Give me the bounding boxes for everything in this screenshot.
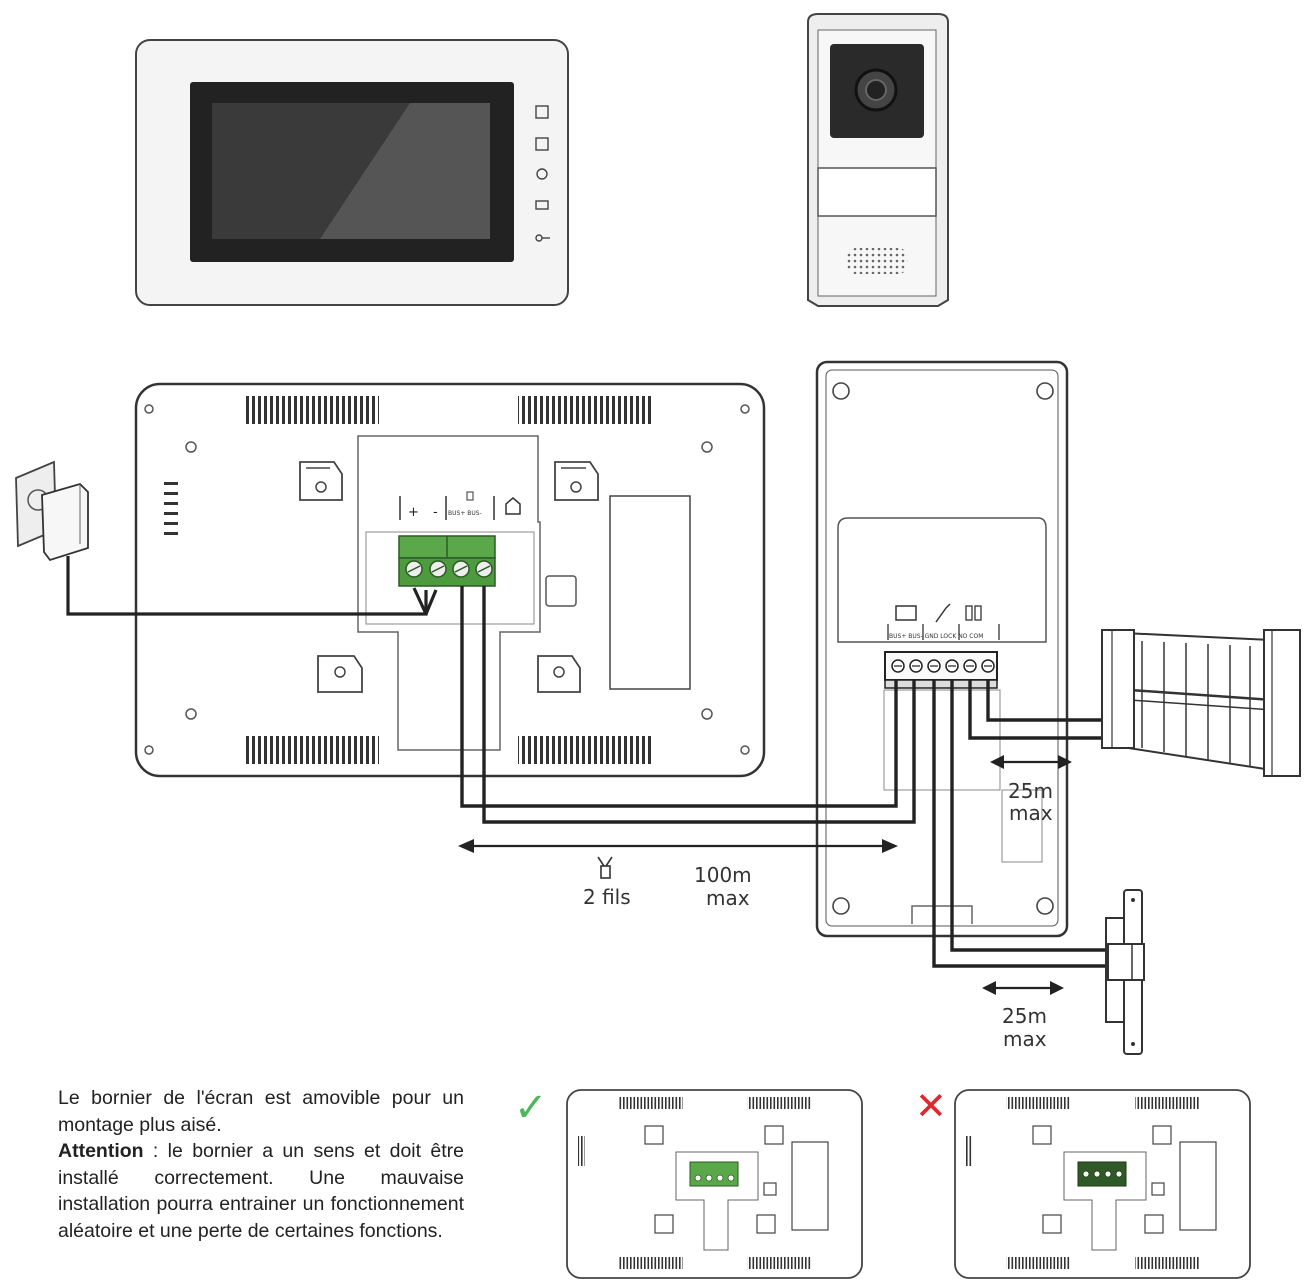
camera-terminal-labels: BUS+ BUS- GND LOCK NO COM xyxy=(889,633,983,640)
terminal-plus-label: + xyxy=(408,505,419,520)
installation-note: Le bornier de l'écran est amovible pour … xyxy=(58,1085,464,1244)
monitor-front xyxy=(135,39,569,306)
lock-distance-label: 25m xyxy=(1002,1004,1047,1028)
cross-icon: ✕ xyxy=(915,1084,947,1128)
gate-wires xyxy=(968,680,1104,740)
gate xyxy=(1101,629,1301,777)
bus-wires xyxy=(460,586,916,824)
monitor-buttons-icons xyxy=(535,105,550,242)
lock-icon xyxy=(935,603,951,623)
power-adapter xyxy=(15,460,438,616)
note-warning: Attention : le bornier a un sens et doit… xyxy=(58,1138,464,1244)
wire-count-label: 2 fils xyxy=(583,885,631,909)
note-warning-label: Attention xyxy=(58,1140,144,1162)
note-warning-text: : le bornier a un sens et doit être inst… xyxy=(58,1140,464,1242)
monitor-terminal-block xyxy=(398,535,496,587)
electric-lock xyxy=(1105,889,1145,1055)
door-camera-back: BUS+ BUS- GND LOCK NO COM xyxy=(815,360,1069,938)
bus-distance-arrow xyxy=(458,839,898,853)
home-icon xyxy=(505,497,521,515)
bus-distance-label: 100m xyxy=(694,863,752,887)
bus-camera-icon xyxy=(895,605,917,621)
gate-distance-arrow xyxy=(990,755,1072,769)
lock-distance-unit: max xyxy=(1003,1027,1047,1051)
gate-distance-unit: max xyxy=(1009,801,1053,825)
terminal-bus-label: BUS+ BUS- xyxy=(448,510,482,517)
lock-distance-arrow xyxy=(982,981,1064,995)
terminal-minus-label: - xyxy=(433,505,438,520)
monitor-terminal-labels: + - BUS+ BUS- xyxy=(399,491,521,520)
bus-distance-unit: max xyxy=(706,886,750,910)
door-camera-front xyxy=(807,13,949,307)
wires-icon xyxy=(597,856,613,879)
wrong-install-thumbnail xyxy=(954,1089,1251,1279)
gate-icon xyxy=(965,605,973,621)
correct-install-thumbnail xyxy=(566,1089,863,1279)
note-intro: Le bornier de l'écran est amovible pour … xyxy=(58,1087,464,1136)
bus-doorbell-icon xyxy=(466,491,474,501)
check-icon: ✓ xyxy=(514,1085,548,1131)
lock-wires xyxy=(932,680,1110,968)
gate-distance-label: 25m xyxy=(1008,779,1053,803)
